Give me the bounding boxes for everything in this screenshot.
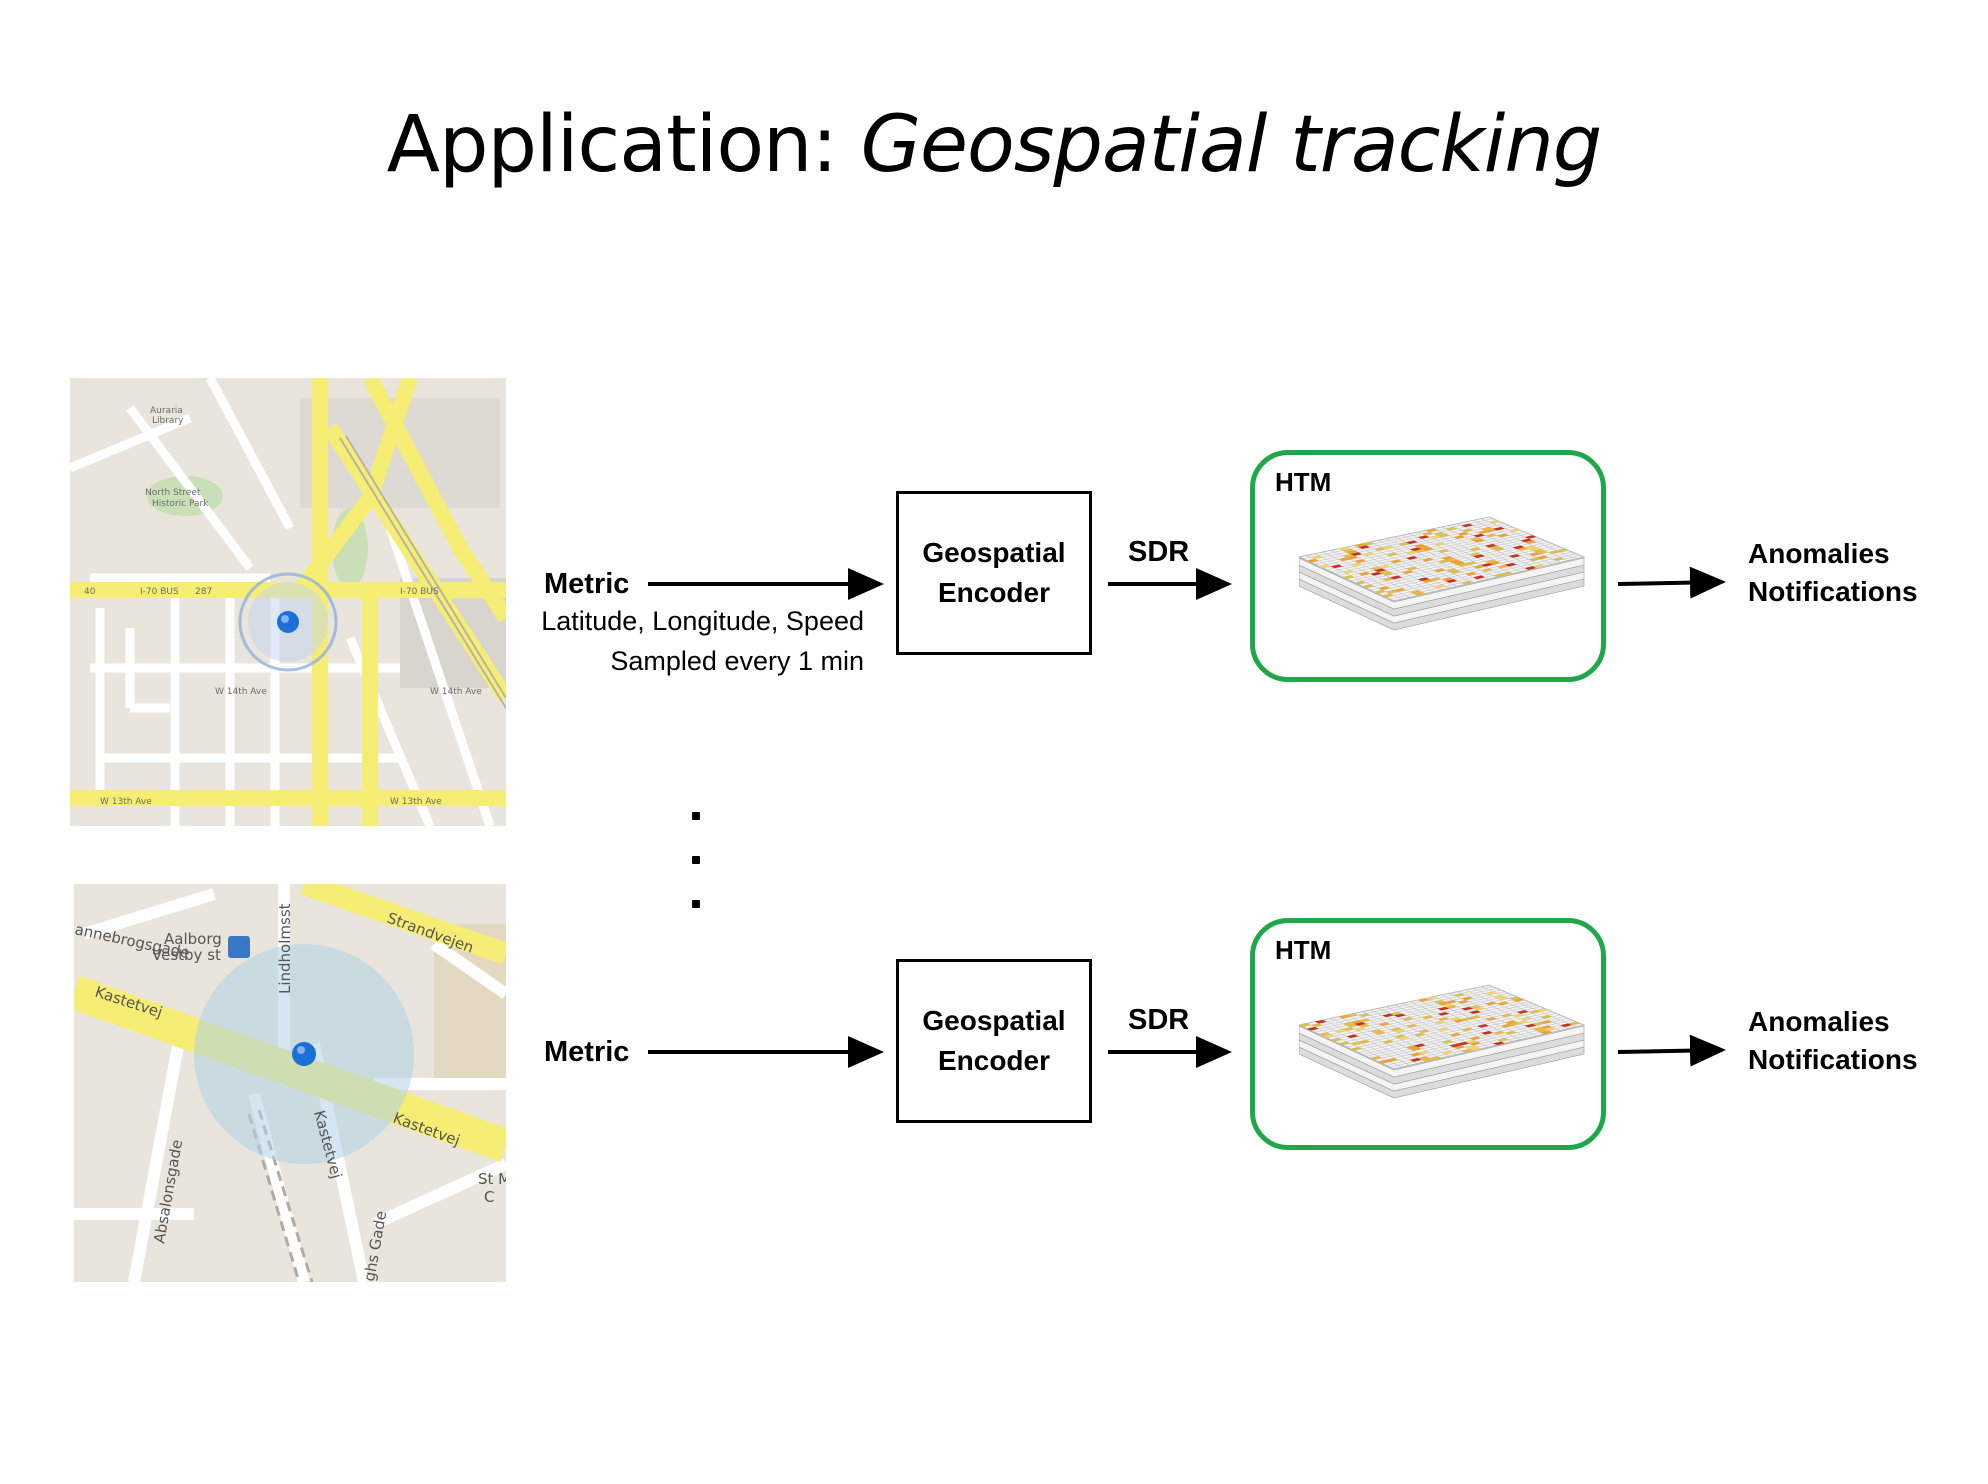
map-thumbnail-1: North Street Historic Park Auraria Libra…: [70, 378, 506, 826]
notifications-text: Notifications: [1748, 576, 1918, 607]
map1-label: Auraria: [150, 406, 183, 416]
metric-detail-1b: Sampled every 1 min: [610, 646, 864, 676]
map1-label: W 14th Ave: [215, 687, 267, 697]
output-label-2: Anomalies Notifications: [1748, 1003, 1918, 1079]
map2-label: Vestby st: [152, 946, 221, 964]
sdr-label-2: SDR: [1128, 1004, 1190, 1036]
map1-label: I-70 BUS: [400, 587, 439, 597]
map1-label: W 13th Ave: [100, 797, 152, 807]
anomalies-text: Anomalies: [1748, 1006, 1890, 1037]
output-label-1: Anomalies Notifications: [1748, 535, 1918, 611]
arrow-htm-to-output-2: [1617, 1034, 1726, 1067]
ellipsis-dot: [692, 812, 700, 820]
map2-label: St M: [478, 1170, 506, 1188]
htm-box-2: HTM: [1250, 918, 1606, 1150]
map1-label: W 14th Ave: [430, 687, 482, 697]
map2-label: Lindholmsst: [276, 903, 294, 994]
htm-layers-icon: [1299, 984, 1586, 1099]
arrow-htm-to-output-1: [1617, 566, 1726, 599]
htm-label: HTM: [1275, 467, 1332, 497]
metric-label-1: Metric: [544, 568, 630, 600]
title-prefix: Application:: [386, 100, 861, 190]
map-thumbnail-2: Strandvejen Aalborg Vestby st Kastetvej …: [74, 884, 506, 1282]
notifications-text: Notifications: [1748, 1044, 1918, 1075]
anomalies-text: Anomalies: [1748, 538, 1890, 569]
encoder-line1: Geospatial: [922, 1005, 1066, 1036]
htm-label: HTM: [1275, 935, 1332, 965]
map1-label: 287: [195, 587, 212, 597]
htm-box-1: HTM: [1250, 450, 1606, 682]
map1-label: 40: [84, 587, 96, 597]
map1-label: W 13th Ave: [390, 797, 442, 807]
title-emphasis: Geospatial tracking: [860, 100, 1603, 190]
encoder-line2: Encoder: [937, 577, 1050, 608]
map1-label: Historic Park: [152, 499, 209, 509]
map1-label: I-70 BUS: [140, 587, 179, 597]
map1-label: North Street: [145, 488, 201, 498]
map1-label: Library: [152, 416, 184, 426]
slide-title: Application: Geospatial tracking: [0, 100, 1988, 190]
map2-label: C: [484, 1188, 494, 1206]
encoder-line2: Encoder: [937, 1045, 1050, 1076]
encoder-line1: Geospatial: [922, 537, 1066, 568]
ellipsis-dot: [692, 856, 700, 864]
htm-layers-icon: [1299, 516, 1586, 631]
map2-label: Aalborg: [164, 930, 222, 948]
sdr-label-1: SDR: [1128, 536, 1190, 568]
metric-detail-1a: Latitude, Longitude, Speed: [541, 606, 864, 636]
metric-label-2: Metric: [544, 1036, 630, 1068]
ellipsis-dot: [692, 900, 700, 908]
